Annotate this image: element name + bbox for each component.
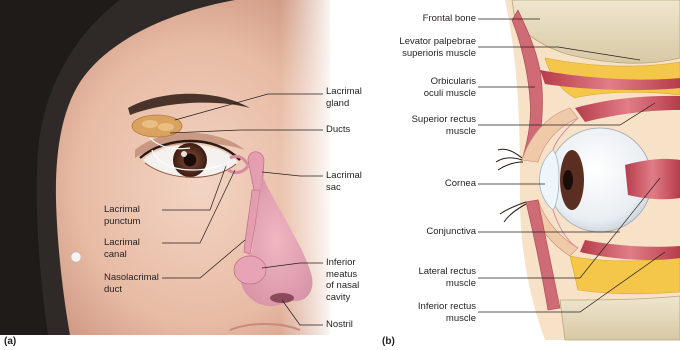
label-lateral-rectus: Lateral rectus muscle [386, 266, 476, 289]
panel-a-illustration [0, 0, 335, 335]
earring [71, 252, 81, 262]
label-ducts: Ducts [326, 124, 350, 136]
label-lacrimal-canal: Lacrimal canal [104, 237, 140, 260]
label-nasolacrimal-duct: Nasolacrimal duct [104, 272, 159, 295]
label-lacrimal-gland: Lacrimal gland [326, 86, 362, 109]
label-inferior-rectus: Inferior rectus muscle [386, 301, 476, 324]
label-frontal-bone: Frontal bone [400, 13, 476, 25]
label-inferior-meatus: Inferior meatus of nasal cavity [326, 257, 359, 303]
label-lacrimal-punctum: Lacrimal punctum [104, 204, 140, 227]
label-levator: Levator palpebrae superioris muscle [376, 36, 476, 59]
nostril [270, 293, 294, 303]
label-cornea: Cornea [396, 178, 476, 190]
lateral-rectus [625, 159, 680, 199]
label-conjunctiva: Conjunctiva [386, 226, 476, 238]
label-orbicularis: Orbicularis oculi muscle [396, 76, 476, 99]
label-superior-rectus: Superior rectus muscle [386, 114, 476, 137]
panel-letter-a: (a) [4, 336, 16, 347]
maxilla-bone [560, 296, 680, 340]
lacrimal-gland [132, 115, 182, 137]
panel-letter-b: (b) [382, 336, 395, 347]
orbital-fat-bottom [570, 256, 680, 294]
label-lacrimal-sac: Lacrimal sac [326, 170, 362, 193]
label-nostril: Nostril [326, 319, 353, 331]
panel-b-illustration [496, 0, 680, 340]
